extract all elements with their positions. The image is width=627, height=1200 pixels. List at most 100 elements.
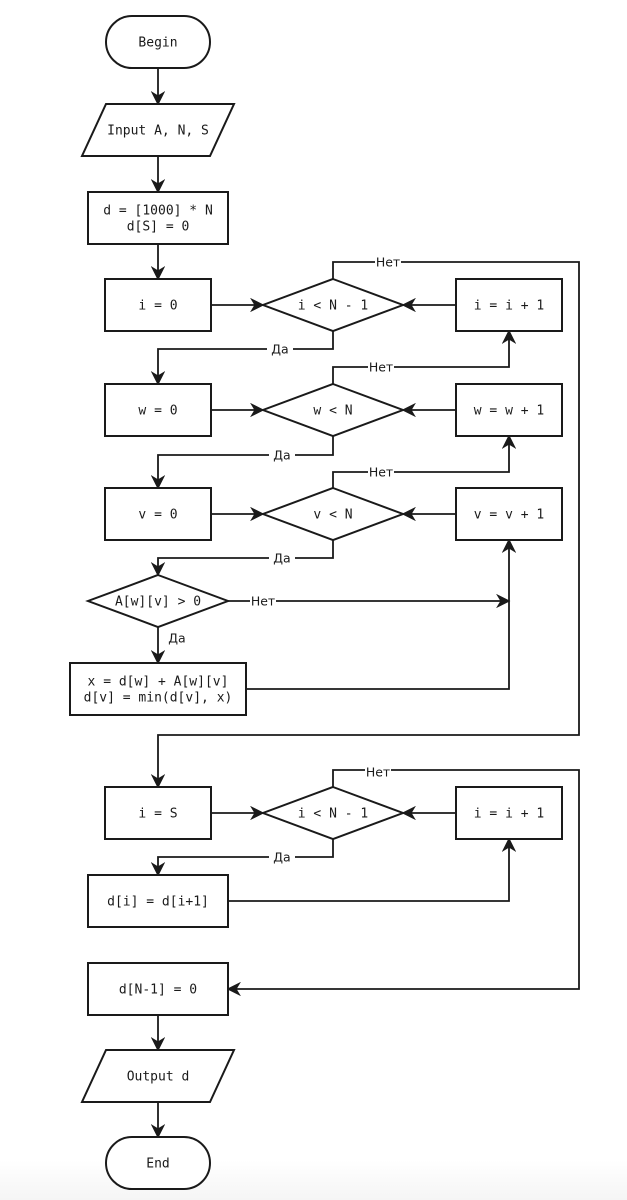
node-last[interactable]: d[N-1] = 0 (87, 962, 229, 1016)
node-relax[interactable]: x = d[w] + A[w][v]d[v] = min(d[v], x) (69, 662, 247, 716)
edge-label-yes: Да (269, 850, 295, 865)
edge-label-background (267, 342, 293, 356)
edge-label-text: Нет (369, 360, 393, 375)
edge-cond-v-to-inc-w (332, 434, 517, 488)
node-text: w < N (313, 404, 352, 419)
edge-label-background (269, 448, 295, 462)
decision-shape (85, 573, 231, 629)
edge-label-background (269, 850, 295, 864)
decision-shape (260, 785, 406, 841)
node-text: i < N - 1 (298, 299, 368, 314)
edge-label-no: Нет (375, 255, 401, 270)
node-text: d[v] = min(d[v], x) (84, 691, 233, 706)
node-cond-i[interactable]: i < N - 1 (260, 277, 406, 333)
node-inc-w[interactable]: w = w + 1 (455, 383, 563, 437)
edge-label-text: Да (273, 448, 290, 463)
decision-shape (260, 277, 406, 333)
node-shift[interactable]: d[i] = d[i+1] (87, 874, 229, 928)
node-text: i = i + 1 (474, 807, 544, 822)
node-begin[interactable]: Begin (105, 15, 211, 69)
edge-label-yes: Да (269, 448, 295, 463)
node-text: End (146, 1157, 169, 1172)
edge-shift-to-inc-i2 (228, 837, 517, 902)
edges-layer (150, 68, 580, 1139)
edge-cond-v-to-cond-a (150, 540, 334, 577)
node-text: i = 0 (138, 299, 177, 314)
edge-label-yes: Да (267, 342, 293, 357)
process-shape (104, 278, 212, 332)
node-inc-i[interactable]: i = i + 1 (455, 278, 563, 332)
edge-label-yes: Да (269, 551, 295, 566)
decision-shape (260, 486, 406, 542)
background-fade (0, 1160, 627, 1200)
edge-relax-to-inc-v (246, 538, 517, 690)
node-text: i = i + 1 (474, 299, 544, 314)
node-cond-a[interactable]: A[w][v] > 0 (85, 573, 231, 629)
io-shape (80, 103, 236, 157)
process-shape (87, 874, 229, 928)
process-shape (87, 962, 229, 1016)
node-cond-w[interactable]: w < N (260, 382, 406, 438)
process-shape (455, 487, 563, 541)
edge-cond-i2-to-shift (150, 839, 334, 877)
process-shape (87, 191, 229, 245)
node-i0[interactable]: i = 0 (104, 278, 212, 332)
node-init[interactable]: d = [1000] * Nd[S] = 0 (87, 191, 229, 245)
edge-label-text: Да (271, 342, 288, 357)
node-text: Output d (127, 1070, 190, 1085)
node-inc-v[interactable]: v = v + 1 (455, 487, 563, 541)
node-text: v = v + 1 (474, 508, 544, 523)
edge-label-no: Нет (365, 765, 391, 780)
edge-label-text: Да (168, 631, 185, 646)
node-output[interactable]: Output d (80, 1049, 236, 1103)
node-cond-v[interactable]: v < N (260, 486, 406, 542)
process-shape (69, 662, 247, 716)
edge-cond-i-to-iS (150, 261, 580, 789)
node-input[interactable]: Input A, N, S (80, 103, 236, 157)
process-shape (455, 786, 563, 840)
edge-label-text: Нет (376, 255, 400, 270)
edge-label-background (365, 765, 391, 779)
edge-label-text: Нет (251, 594, 275, 609)
edge-cond-i-to-w0 (150, 331, 334, 386)
node-text: d[i] = d[i+1] (107, 895, 209, 910)
terminator-shape (105, 15, 211, 69)
edge-label-no: Нет (368, 465, 394, 480)
terminator-shape (105, 1136, 211, 1190)
edge-cond-i2-to-last (226, 769, 580, 997)
node-cond-i2[interactable]: i < N - 1 (260, 785, 406, 841)
node-text: d[S] = 0 (127, 220, 190, 235)
process-shape (455, 383, 563, 437)
edge-label-background (250, 594, 276, 608)
edge-label-no: Нет (250, 594, 276, 609)
node-text: x = d[w] + A[w][v] (88, 675, 229, 690)
edge-cond-w-to-inc-i (332, 329, 517, 384)
node-text: d[N-1] = 0 (119, 983, 197, 998)
edge-label-text: Да (273, 551, 290, 566)
io-shape (80, 1049, 236, 1103)
node-end[interactable]: End (105, 1136, 211, 1190)
process-shape (104, 383, 212, 437)
node-w0[interactable]: w = 0 (104, 383, 212, 437)
node-text: d = [1000] * N (103, 204, 213, 219)
node-v0[interactable]: v = 0 (104, 487, 212, 541)
node-inc-i2[interactable]: i = i + 1 (455, 786, 563, 840)
process-shape (104, 786, 212, 840)
node-text: A[w][v] > 0 (115, 595, 201, 610)
edge-label-background (368, 360, 394, 374)
edge-cond-w-to-v0 (150, 436, 334, 490)
node-text: v < N (313, 508, 352, 523)
edge-label-background (368, 465, 394, 479)
edge-label-text: Да (273, 850, 290, 865)
node-iS[interactable]: i = S (104, 786, 212, 840)
edge-label-background (375, 255, 401, 269)
edge-label-background (269, 551, 295, 565)
process-shape (104, 487, 212, 541)
edge-label-text: Нет (369, 465, 393, 480)
node-text: w = 0 (138, 404, 177, 419)
edge-label-yes: Да (168, 631, 185, 646)
process-shape (455, 278, 563, 332)
node-text: i = S (138, 807, 177, 822)
